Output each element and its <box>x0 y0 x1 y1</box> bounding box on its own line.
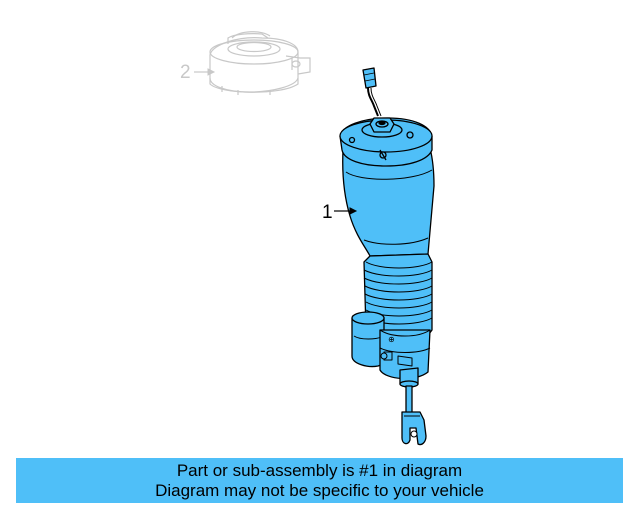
strut-mount-part-2 <box>209 31 311 95</box>
electrical-connector <box>362 67 382 117</box>
top-nut <box>369 117 395 133</box>
leader-line-2 <box>194 68 216 76</box>
banner-line-part-number: Part or sub-assembly is #1 in diagram <box>176 460 463 480</box>
callout-label-1: 1 <box>322 202 333 223</box>
air-strut-part-1: ⊕ <box>339 67 435 446</box>
piston-rod <box>405 385 413 415</box>
banner-line-disclaimer: Diagram may not be specific to your vehi… <box>155 480 484 500</box>
damper-reservoir <box>351 311 385 368</box>
leader-line-1 <box>334 207 358 215</box>
callout-label-2: 2 <box>180 62 191 83</box>
fork-mount <box>401 411 427 446</box>
svg-text:⊕: ⊕ <box>388 335 395 344</box>
info-banner: Part or sub-assembly is #1 in diagram Di… <box>16 458 623 503</box>
lower-damper-body: ⊕ <box>379 329 431 380</box>
